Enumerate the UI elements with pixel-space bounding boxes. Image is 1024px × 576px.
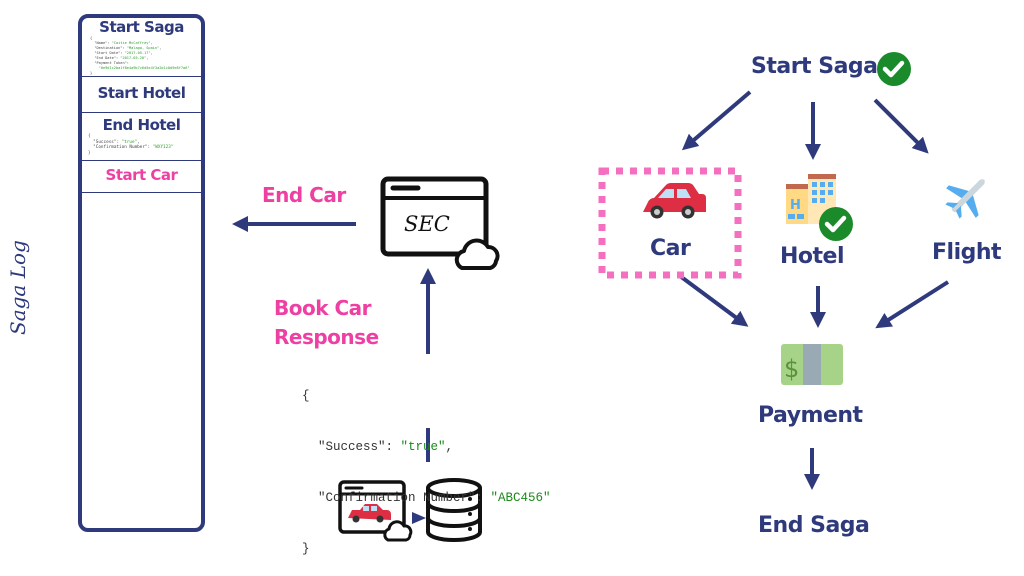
log-entry-label: Start Car	[105, 166, 178, 184]
hotel-icon: H	[786, 174, 836, 224]
book-car-response-json: { "Success": "true", "Confirmation Numbe…	[302, 354, 551, 575]
json-close-brace: }	[302, 542, 310, 556]
hotel-complete-check-icon	[819, 207, 853, 241]
money-icon: $	[781, 344, 843, 385]
json-line: "Confirmation Number": "ABC456"	[318, 491, 551, 505]
arrow-start-to-car	[681, 90, 752, 151]
flow-step-payment[interactable]: Payment	[758, 403, 863, 428]
log-payload-line: {	[88, 134, 91, 139]
log-payload-line: "Destination": "Malaga, Spain",	[90, 46, 162, 50]
flow-step-hotel[interactable]: Hotel	[780, 244, 845, 269]
log-entry-payload: { "Name": "Caitie McCaffrey", "Destinati…	[82, 36, 201, 76]
arrow-start-to-flight	[873, 98, 929, 154]
book-car-label-line-2: Response	[274, 325, 379, 349]
airplane-icon	[945, 179, 985, 219]
log-payload-line: "Start Date": "2017-05-17",	[90, 51, 153, 55]
flow-step-flight[interactable]: Flight	[932, 240, 1002, 265]
start-saga-complete-check-icon	[877, 52, 911, 86]
json-value: "true"	[400, 440, 446, 454]
car-icon	[643, 183, 706, 219]
flow-start-saga[interactable]: Start Saga	[751, 54, 878, 79]
car-step-highlight	[598, 167, 742, 279]
svg-text:H: H	[790, 198, 801, 213]
log-entry-label: Start Saga	[99, 18, 184, 36]
log-entry-start-hotel[interactable]: Start Hotel	[82, 77, 201, 113]
arrow-flight-to-payment	[875, 280, 950, 329]
flow-end-saga[interactable]: End Saga	[758, 513, 870, 538]
log-entry-start-car[interactable]: Start Car	[82, 161, 201, 193]
log-payload-line: "End Date": "2017-05-20",	[90, 56, 149, 60]
json-value: "ABC456"	[490, 491, 551, 505]
log-entry-end-hotel[interactable]: End Hotel { "Success": "true", "Confirma…	[82, 113, 201, 161]
json-key: "Confirmation Number"	[318, 491, 476, 505]
log-payload-line: }	[90, 71, 93, 75]
json-open-brace: {	[302, 389, 310, 403]
json-key: "Success"	[318, 440, 386, 454]
log-payload-line: "Confirmation Number": "WXY123"	[88, 145, 174, 150]
write-arrow	[412, 512, 426, 524]
book-car-label-line-1: Book Car	[274, 296, 372, 320]
sec-service-icon[interactable]	[380, 176, 500, 270]
saga-log: Start Saga { "Name": "Caitie McCaffrey",…	[78, 14, 205, 532]
log-payload-line: "Success": "true",	[88, 139, 140, 145]
svg-text:$: $	[784, 355, 799, 383]
book-car-response-label: Book Car Response	[274, 294, 379, 352]
log-payload-line: "0e9d1c2ba1f8e4a9b7c6d5e4f3a2b1c0d9e8f7a…	[90, 66, 190, 70]
log-entry-label: Start Hotel	[97, 84, 186, 102]
log-payload-line: }	[88, 150, 91, 156]
log-entry-payload: { "Success": "true", "Confirmation Numbe…	[82, 134, 201, 156]
log-payload-line: "Payment Token":	[90, 61, 129, 65]
sec-label: SEC	[404, 212, 450, 236]
json-line: "Success": "true",	[318, 440, 454, 454]
log-entry-start-saga[interactable]: Start Saga { "Name": "Caitie McCaffrey",…	[82, 18, 201, 77]
log-payload-line: {	[90, 36, 93, 40]
json-comma: ,	[445, 440, 454, 454]
log-payload-line: "Name": "Caitie McCaffrey",	[90, 41, 153, 45]
car-service-icon[interactable]	[338, 480, 413, 542]
end-car-label: End Car	[262, 183, 346, 207]
flow-step-car[interactable]: Car	[650, 236, 691, 261]
database-icon	[426, 478, 482, 542]
log-entry-label: End Hotel	[102, 116, 181, 134]
arrow-car-to-payment	[678, 274, 749, 327]
